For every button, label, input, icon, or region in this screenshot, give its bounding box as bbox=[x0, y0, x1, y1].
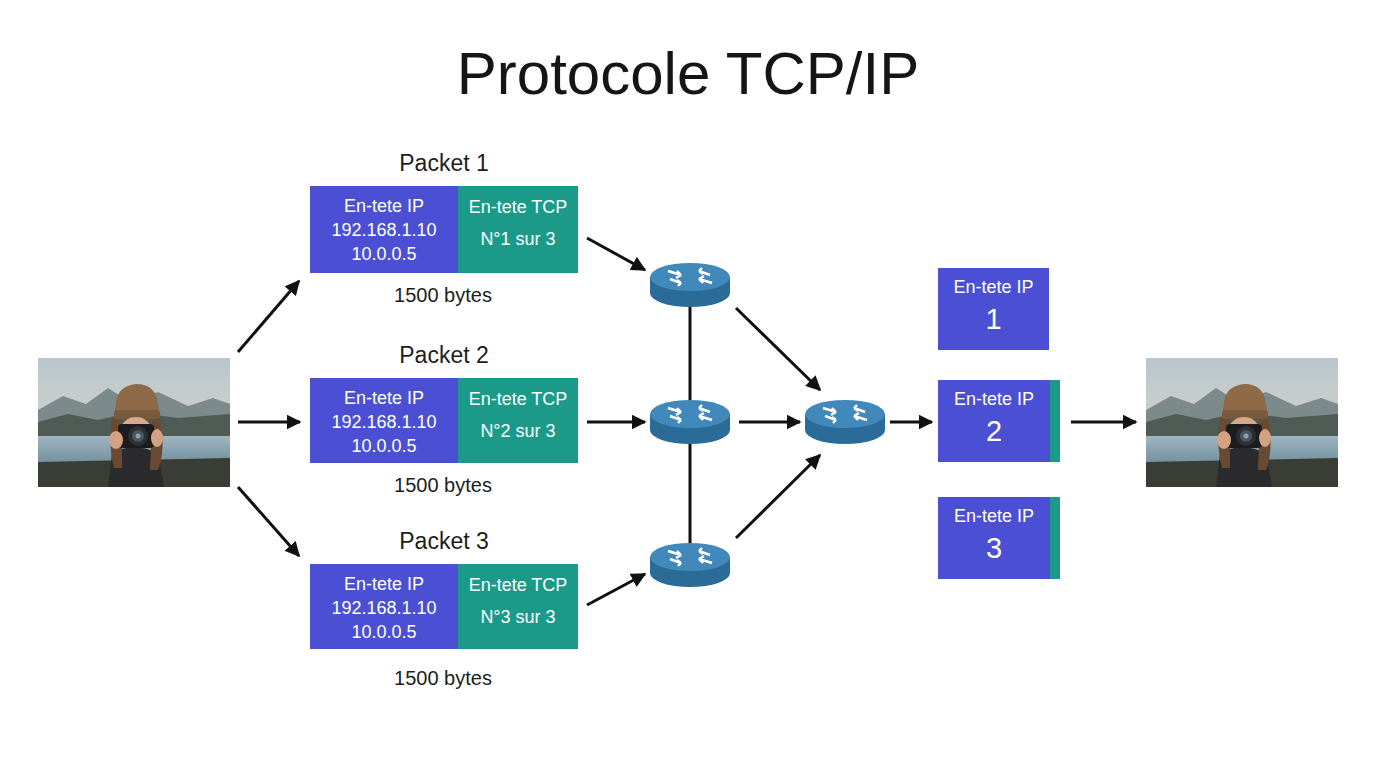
packet-heading: Packet 1 bbox=[290, 148, 598, 178]
header-field: 192.168.1.10 bbox=[331, 596, 436, 620]
flow-arrow bbox=[587, 421, 645, 424]
header-field: N°2 sur 3 bbox=[480, 419, 555, 443]
ip-header-box: En-tete IP192.168.1.1010.0.0.5 bbox=[310, 564, 458, 649]
flow-arrow bbox=[238, 281, 299, 352]
tcp-header-box: En-tete TCP N°2 sur 3 bbox=[458, 378, 578, 463]
header-title: En-tete IP bbox=[344, 194, 424, 218]
flow-arrow bbox=[1071, 421, 1136, 424]
router-icon bbox=[650, 400, 730, 444]
header-title: En-tete IP bbox=[954, 504, 1034, 528]
header-field: N°1 sur 3 bbox=[480, 227, 555, 251]
header-field: 10.0.0.5 bbox=[351, 434, 416, 458]
flow-arrow bbox=[238, 487, 299, 556]
diagram-title: Protocole TCP/IP bbox=[0, 38, 1376, 110]
router-icon bbox=[805, 400, 885, 444]
packet-heading: Packet 3 bbox=[290, 526, 598, 556]
size-label: 1500 bytes bbox=[343, 472, 543, 498]
packet-number: 2 bbox=[986, 413, 1002, 449]
header-field: 192.168.1.10 bbox=[331, 218, 436, 242]
header-field: 192.168.1.10 bbox=[331, 410, 436, 434]
header-title: En-tete IP bbox=[344, 572, 424, 596]
header-field: 10.0.0.5 bbox=[351, 620, 416, 644]
flow-arrow bbox=[587, 238, 645, 270]
received-packet-box: En-tete IP1 bbox=[938, 268, 1049, 350]
header-title: En-tete IP bbox=[953, 275, 1033, 299]
header-title: En-tete TCP bbox=[469, 573, 568, 597]
tcp-header-box: En-tete TCP N°3 sur 3 bbox=[458, 564, 578, 649]
ip-header-box: En-tete IP192.168.1.1010.0.0.5 bbox=[310, 186, 458, 273]
packet-number: 3 bbox=[986, 530, 1002, 566]
ip-header-box: En-tete IP192.168.1.1010.0.0.5 bbox=[310, 378, 458, 463]
received-packet-box: En-tete IP3 bbox=[938, 497, 1060, 579]
flow-arrow bbox=[736, 455, 820, 538]
router-icon bbox=[650, 543, 730, 587]
flow-arrow bbox=[739, 421, 800, 424]
flow-arrow bbox=[238, 421, 300, 424]
photo-receiver bbox=[1146, 358, 1338, 487]
header-title: En-tete TCP bbox=[469, 195, 568, 219]
packet: Packet 1En-tete IP192.168.1.1010.0.0.5En… bbox=[310, 186, 578, 273]
header-title: En-tete IP bbox=[954, 387, 1034, 411]
packet: Packet 3En-tete IP192.168.1.1010.0.0.5En… bbox=[310, 564, 578, 649]
header-field: 10.0.0.5 bbox=[351, 242, 416, 266]
photo-sender bbox=[38, 358, 230, 487]
router-icon bbox=[650, 263, 730, 307]
flow-arrow bbox=[736, 308, 820, 390]
size-label: 1500 bytes bbox=[343, 665, 543, 691]
packet: Packet 2En-tete IP192.168.1.1010.0.0.5En… bbox=[310, 378, 578, 463]
flow-arrows bbox=[238, 238, 1136, 605]
tcp-header-box: En-tete TCP N°1 sur 3 bbox=[458, 186, 578, 273]
received-packet-box: En-tete IP2 bbox=[938, 380, 1060, 462]
flow-arrow bbox=[890, 421, 932, 424]
header-title: En-tete IP bbox=[344, 386, 424, 410]
packet-heading: Packet 2 bbox=[290, 340, 598, 370]
header-title: En-tete TCP bbox=[469, 387, 568, 411]
flow-arrow bbox=[587, 574, 645, 605]
header-field: N°3 sur 3 bbox=[480, 605, 555, 629]
packet-number: 1 bbox=[985, 301, 1001, 337]
size-label: 1500 bytes bbox=[343, 282, 543, 308]
